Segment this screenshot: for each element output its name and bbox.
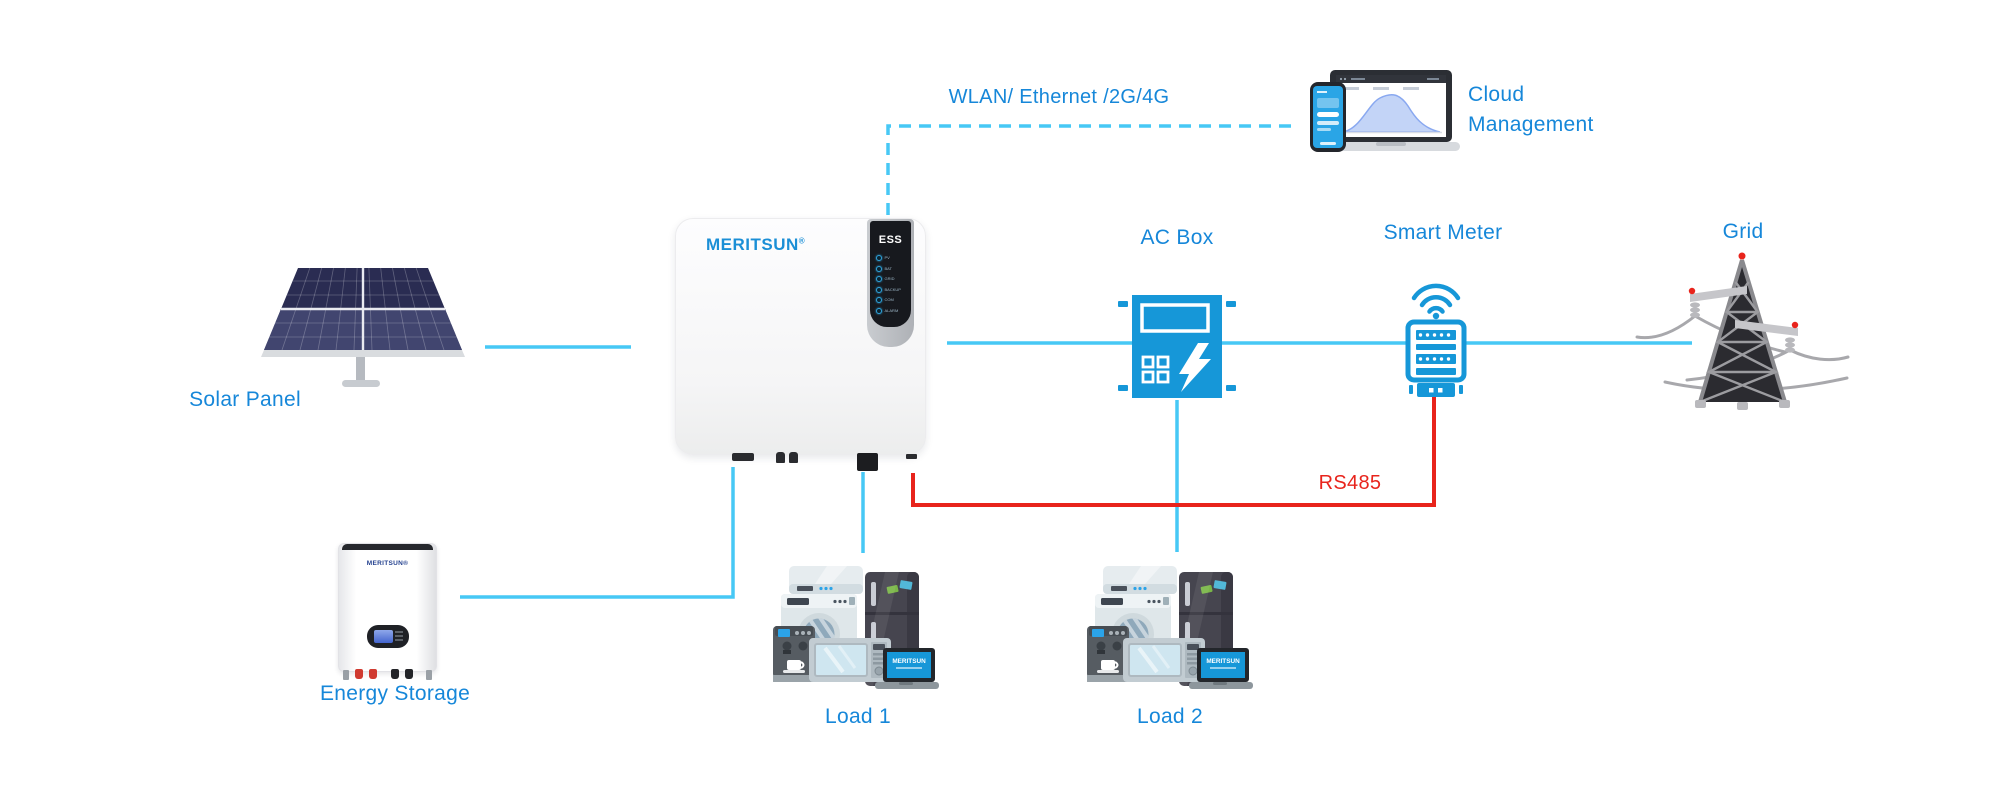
- solar-pole: [356, 336, 365, 384]
- laptop-icon: MERITSUN: [875, 648, 939, 689]
- load2-appliances-icon: MERITSUN: [1087, 566, 1253, 689]
- connector-inverter-to-battery: [460, 467, 735, 599]
- ac-box-breaker-squares: [1141, 355, 1170, 384]
- battery-lcd-screen: [374, 630, 393, 643]
- solar-foot: [342, 380, 380, 387]
- battery-terminal-negative: [391, 669, 399, 679]
- inverter-port: [776, 452, 785, 463]
- coffee-machine-icon: [773, 626, 819, 682]
- cloud-management-devices-icon: [1310, 70, 1460, 152]
- ac-box-tick: [1118, 301, 1128, 307]
- ac-box-icon: [1118, 295, 1236, 398]
- energy-storage-label: Energy Storage: [319, 682, 471, 705]
- inverter-display-strip: ESS PV BAT GRID BACKUP COM ALARM: [867, 219, 914, 347]
- air-conditioner-icon: [789, 566, 863, 594]
- battery-terminal-positive: [369, 669, 377, 679]
- ac-box-tick: [1118, 385, 1128, 391]
- solar-panel-icon: [261, 267, 465, 387]
- laptop-icon: MERITSUN: [1189, 648, 1253, 689]
- battery-terminal-negative: [405, 669, 413, 679]
- led-indicator-icon: [875, 286, 882, 293]
- tower-lattice: [1699, 281, 1786, 404]
- laptop-brand-text: MERITSUN: [892, 658, 926, 665]
- led-row: ALARM: [875, 307, 906, 314]
- cloud-label-line2: Management: [1468, 113, 1594, 136]
- led-label: BAT: [884, 265, 892, 271]
- battery-bracket: [343, 670, 349, 680]
- led-indicator-icon: [875, 265, 882, 272]
- load1-label: Load 1: [824, 705, 892, 728]
- laptop-base: [1322, 142, 1460, 151]
- smartphone-icon: [1310, 82, 1346, 152]
- led-row: GRID: [875, 276, 906, 282]
- wlan-ethernet-label: WLAN/ Ethernet /2G/4G: [948, 86, 1170, 108]
- connector-wlan-dashed: [886, 124, 1297, 215]
- smart-meter-label: Smart Meter: [1383, 221, 1503, 244]
- led-indicator-icon: [875, 297, 882, 303]
- led-indicator-icon: [875, 276, 882, 282]
- load1-appliances-icon: MERITSUN: [773, 566, 939, 689]
- inverter-port: [789, 452, 798, 463]
- microwave-icon: [1123, 638, 1205, 682]
- inverter-port: [857, 453, 878, 471]
- inverter-brand-text: MERITSUN: [706, 235, 799, 254]
- solar-frame: [261, 350, 465, 357]
- led-indicator-icon: [875, 307, 882, 314]
- inverter-display-panel: ESS PV BAT GRID BACKUP COM ALARM: [870, 221, 911, 327]
- cloud-management-label: Cloud Management: [1468, 80, 1594, 140]
- inverter-reg-mark: ®: [798, 236, 806, 246]
- inverter-brand-logo: MERITSUN®: [706, 235, 805, 255]
- ac-box-display: [1140, 303, 1210, 333]
- battery-buttons: [395, 631, 403, 642]
- solar-panel-label: Solar Panel: [189, 388, 301, 411]
- led-label: PV: [884, 255, 890, 260]
- battery-terminal-positive: [355, 669, 363, 679]
- inverter-led-column: PV BAT GRID BACKUP COM ALARM: [875, 255, 906, 314]
- energy-storage-unit: MERITSUN®: [338, 543, 437, 680]
- cloud-label-line1: Cloud: [1468, 83, 1525, 106]
- inverter-unit: MERITSUN® ESS PV BAT GRID BACKUP COM ALA…: [675, 218, 926, 471]
- rs485-label: RS485: [1318, 472, 1382, 494]
- meter-connector: [1409, 383, 1463, 397]
- led-row: BACKUP: [875, 286, 906, 293]
- led-label: ALARM: [884, 307, 899, 313]
- led-row: PV: [875, 255, 906, 261]
- meter-rows: [1416, 330, 1456, 375]
- lightning-bolt-icon: [1179, 343, 1211, 392]
- ac-box-tick: [1226, 385, 1236, 391]
- laptop-brand-text: MERITSUN: [1206, 658, 1240, 665]
- microwave-icon: [809, 638, 891, 682]
- coffee-machine-icon: [1087, 626, 1133, 682]
- insulators: [1690, 302, 1795, 353]
- grid-label: Grid: [1722, 220, 1764, 243]
- ac-box-label: AC Box: [1140, 226, 1214, 249]
- battery-top-trim: [342, 544, 433, 550]
- inverter-port: [906, 454, 917, 459]
- inverter-port: [732, 453, 754, 461]
- led-label: BACKUP: [884, 286, 901, 292]
- dashboard-chart-area: [1341, 93, 1441, 133]
- load2-label: Load 2: [1136, 705, 1204, 728]
- battery-display: [367, 625, 409, 648]
- smart-meter-icon: [1405, 283, 1467, 397]
- battery-bracket: [426, 670, 432, 680]
- wifi-icon: [1411, 283, 1461, 314]
- tower-crossarm-lower: [1735, 320, 1798, 336]
- tower-crossarm-upper: [1690, 286, 1747, 302]
- grid-tower-icon: [1635, 252, 1850, 410]
- led-label: COM: [884, 297, 894, 302]
- led-label: GRID: [884, 276, 895, 281]
- led-row: COM: [875, 297, 906, 303]
- laptop-dashboard-icon: [1322, 70, 1460, 151]
- battery-brand-logo: MERITSUN®: [366, 560, 409, 567]
- tower-feet: [1695, 400, 1790, 410]
- led-indicator-icon: [875, 255, 882, 261]
- wifi-dot: [1432, 312, 1440, 320]
- ac-box-tick: [1226, 301, 1236, 307]
- led-row: BAT: [875, 265, 906, 272]
- air-conditioner-icon: [1103, 566, 1177, 594]
- inverter-panel-title: ESS: [878, 234, 903, 246]
- tower-warning-lights: [1688, 252, 1799, 329]
